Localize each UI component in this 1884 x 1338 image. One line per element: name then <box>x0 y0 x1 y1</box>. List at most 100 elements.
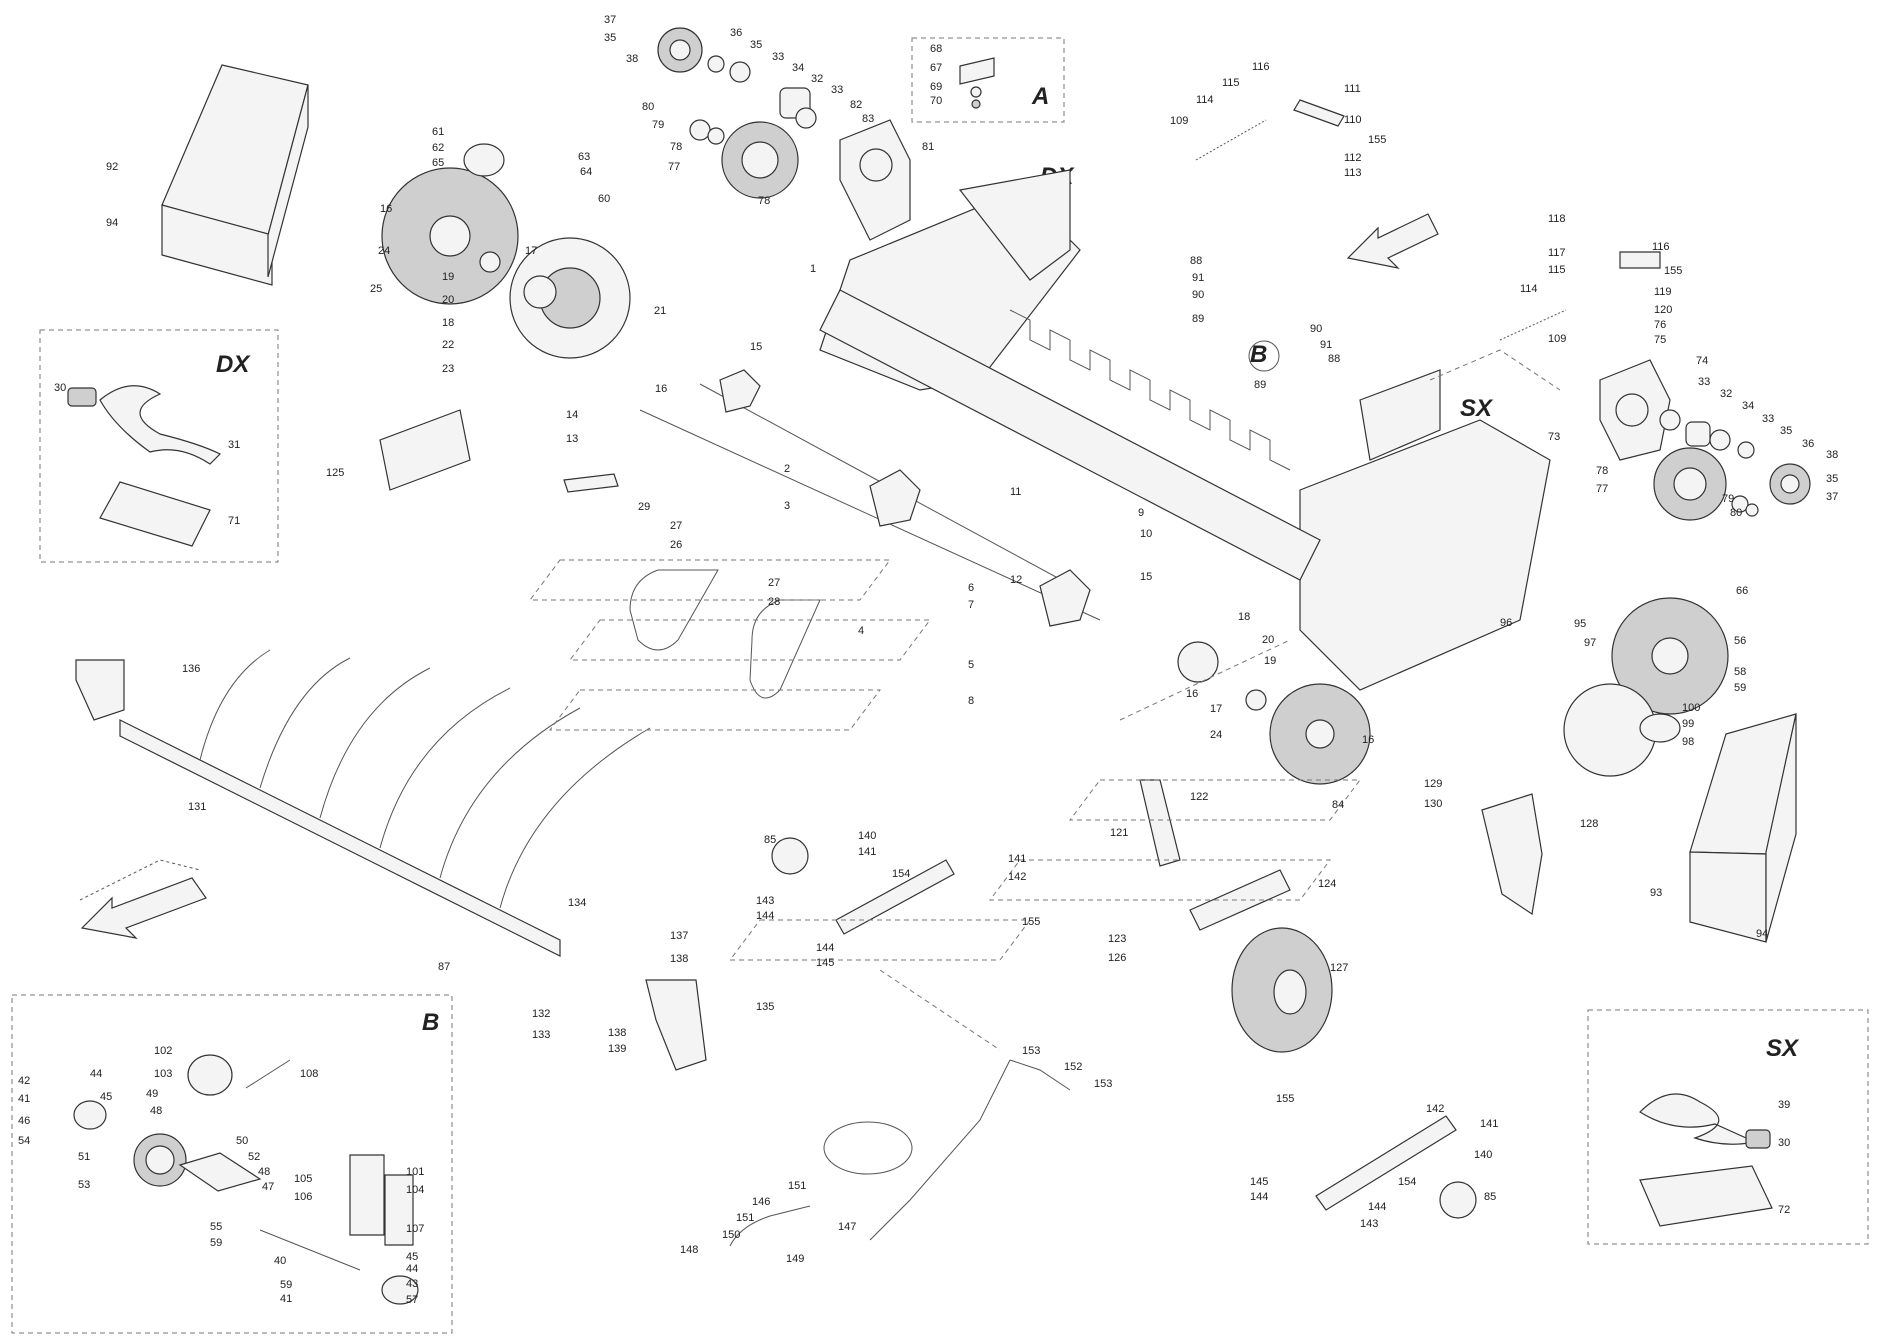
part-number-label: 128 <box>1580 818 1598 830</box>
part-number-label: 32 <box>1720 388 1732 400</box>
part-number-label: 82 <box>850 99 862 111</box>
part-number-label: 154 <box>892 868 910 880</box>
part-number-label: 60 <box>598 193 610 205</box>
part-number-label: 142 <box>1008 871 1026 883</box>
part-number-label: 97 <box>1584 637 1596 649</box>
detail-box-dx: DX <box>39 329 279 563</box>
part-number-label: 73 <box>1548 431 1560 443</box>
part-number-label: 33 <box>831 84 843 96</box>
part-number-label: 33 <box>1762 413 1774 425</box>
part-number-label: 113 <box>1344 167 1362 179</box>
part-number-label: 130 <box>1424 798 1442 810</box>
part-number-label: 61 <box>432 126 444 138</box>
part-number-label: 88 <box>1190 255 1202 267</box>
part-number-label: 83 <box>862 113 874 125</box>
part-number-label: 138 <box>670 953 688 965</box>
part-number-label: 15 <box>1140 571 1152 583</box>
part-number-label: 81 <box>922 141 934 153</box>
part-number-label: 144 <box>756 910 774 922</box>
part-number-label: 94 <box>106 217 118 229</box>
part-number-label: 115 <box>1222 77 1240 89</box>
part-number-label: 98 <box>1682 736 1694 748</box>
cover-left <box>161 64 309 286</box>
part-number-label: 154 <box>1398 1176 1416 1188</box>
part-number-label: 38 <box>1826 449 1838 461</box>
part-number-label: 44 <box>406 1263 418 1275</box>
part-number-label: 155 <box>1664 265 1682 277</box>
part-number-label: 15 <box>750 341 762 353</box>
part-number-label: 106 <box>294 1191 312 1203</box>
part-number-label: 125 <box>326 467 344 479</box>
part-number-label: 63 <box>578 151 590 163</box>
part-number-label: 112 <box>1344 152 1362 164</box>
b-box-caption: B <box>422 1009 439 1036</box>
part-number-label: 153 <box>1022 1045 1040 1057</box>
part-number-label: 36 <box>730 27 742 39</box>
part-number-label: 14 <box>566 409 578 421</box>
part-number-label: 132 <box>532 1008 550 1020</box>
part-number-label: 48 <box>258 1166 270 1178</box>
part-number-label: 78 <box>758 195 770 207</box>
part-number-label: 91 <box>1192 272 1204 284</box>
part-number-label: 17 <box>1210 703 1222 715</box>
part-number-label: 79 <box>1722 493 1734 505</box>
part-number-label: 25 <box>370 283 382 295</box>
part-number-label: 99 <box>1682 718 1694 730</box>
part-number-label: 42 <box>18 1075 30 1087</box>
part-number-label: 142 <box>1426 1103 1444 1115</box>
part-number-label: 24 <box>1210 729 1222 741</box>
part-number-label: 33 <box>1698 376 1710 388</box>
part-number-label: 118 <box>1548 213 1566 225</box>
hose-line <box>729 969 1071 1247</box>
part-number-label: 133 <box>532 1029 550 1041</box>
sprocket-right <box>1177 597 1729 785</box>
part-number-label: 85 <box>1484 1191 1496 1203</box>
part-number-label: 32 <box>811 73 823 85</box>
part-number-label: 117 <box>1548 247 1566 259</box>
part-number-label: 144 <box>1250 1191 1268 1203</box>
part-number-label: 120 <box>1654 304 1672 316</box>
part-number-label: 67 <box>930 62 942 74</box>
part-number-label: 116 <box>1652 241 1670 253</box>
part-number-label: 135 <box>756 1001 774 1013</box>
part-number-label: 26 <box>670 539 682 551</box>
part-number-label: 40 <box>274 1255 286 1267</box>
part-number-label: 89 <box>1192 313 1204 325</box>
part-number-label: 56 <box>1734 635 1746 647</box>
part-number-label: 6 <box>968 582 974 594</box>
part-number-label: 107 <box>406 1223 424 1235</box>
part-number-label: 34 <box>1742 400 1754 412</box>
part-number-label: 143 <box>756 895 774 907</box>
part-number-label: 78 <box>670 141 682 153</box>
part-number-label: 103 <box>154 1068 172 1080</box>
part-number-label: 95 <box>1574 618 1586 630</box>
part-number-label: 59 <box>210 1237 222 1249</box>
part-number-label: 126 <box>1108 952 1126 964</box>
part-number-label: 124 <box>1318 878 1336 890</box>
part-number-label: 151 <box>736 1212 754 1224</box>
part-number-label: 30 <box>1778 1137 1790 1149</box>
part-number-label: 57 <box>406 1294 418 1306</box>
part-number-label: 62 <box>432 142 444 154</box>
part-number-label: 127 <box>1330 962 1348 974</box>
part-number-label: 50 <box>236 1135 248 1147</box>
part-number-label: 9 <box>1138 507 1144 519</box>
part-number-label: 45 <box>406 1251 418 1263</box>
part-number-label: 28 <box>768 596 780 608</box>
part-number-label: 138 <box>608 1027 626 1039</box>
part-number-label: 43 <box>406 1278 418 1290</box>
part-number-label: 41 <box>280 1293 292 1305</box>
shafts <box>379 369 1101 627</box>
part-number-label: 12 <box>1010 574 1022 586</box>
wheel-assembly <box>1139 779 1543 1053</box>
part-number-label: 153 <box>1094 1078 1112 1090</box>
part-number-label: 136 <box>182 663 200 675</box>
sprocket-left <box>381 143 631 359</box>
part-number-label: 29 <box>638 501 650 513</box>
part-number-label: 155 <box>1276 1093 1294 1105</box>
part-number-label: 146 <box>752 1196 770 1208</box>
part-number-label: 91 <box>1320 339 1332 351</box>
part-number-label: 59 <box>280 1279 292 1291</box>
part-number-label: 64 <box>580 166 592 178</box>
